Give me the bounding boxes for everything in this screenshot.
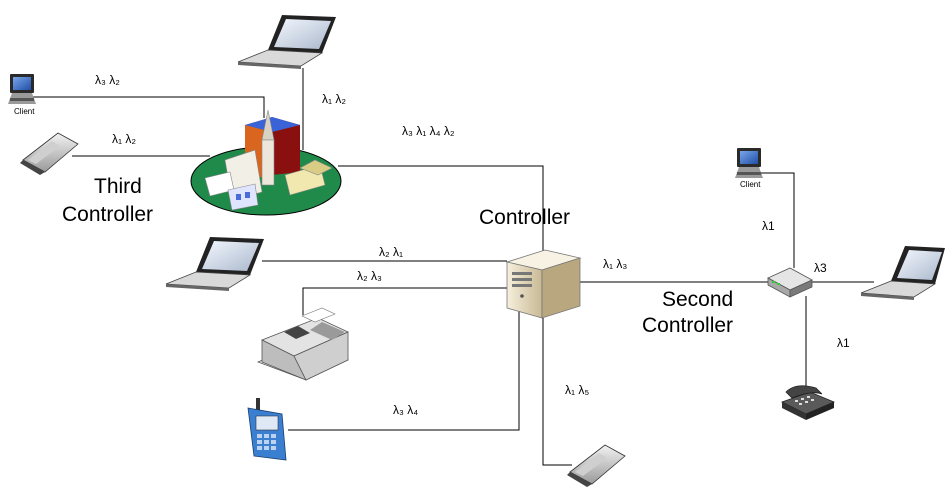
fax-machine-icon — [256, 307, 350, 381]
link-label-second-laptop-right: λ3 — [814, 261, 827, 275]
controller-server-icon — [505, 249, 582, 319]
link-client-right-second — [760, 172, 795, 268]
third-controller-label-line1: Third — [94, 175, 142, 198]
second-controller-label-line2: Controller — [642, 314, 733, 337]
link-label-client-left-third: λ₃ λ₂ — [95, 73, 120, 87]
link-label-phone-left-third: λ₁ λ₂ — [112, 132, 136, 146]
client-left-monitor-icon — [8, 74, 36, 104]
link-client-left-third — [32, 96, 265, 118]
second-controller-label-line1: Second — [662, 288, 733, 311]
client-right-monitor-icon — [735, 148, 763, 178]
laptop-top-icon — [237, 15, 336, 69]
desk-telephone-icon — [780, 385, 836, 420]
link-label-client-right-second: λ1 — [762, 219, 775, 233]
link-label-laptop-mid-controller: λ₂ λ₁ — [379, 245, 403, 259]
link-label-third-controller: λ₃ λ₁ λ₄ λ₂ — [402, 124, 455, 138]
laptop-mid-icon — [165, 237, 264, 291]
link-label-fax-controller: λ₂ λ₃ — [357, 269, 382, 283]
phone-bottom-icon — [567, 444, 626, 487]
phone-left-icon — [20, 132, 79, 175]
link-label-laptop-top-third: λ₁ λ₂ — [322, 92, 346, 106]
link-controller-phone-bottom — [542, 310, 572, 466]
link-label-controller-second: λ₁ λ₃ — [603, 257, 627, 271]
second-controller-router-icon — [767, 267, 813, 298]
link-label-controller-phone-bottom: λ₁ λ₅ — [565, 383, 589, 397]
client-left-label: Client — [14, 107, 35, 116]
client-right-label: Client — [740, 180, 761, 189]
connection-lines — [32, 68, 874, 466]
link-label-mobile-controller: λ₃ λ₄ — [393, 403, 418, 417]
link-third-controller — [338, 165, 544, 255]
controller-label: Controller — [479, 206, 570, 229]
link-label-second-telephone: λ1 — [837, 336, 850, 350]
third-controller-label-line2: Controller — [62, 203, 153, 226]
mobile-phone-icon — [247, 398, 287, 461]
third-controller-icon — [190, 109, 342, 216]
link-fax-controller — [302, 287, 507, 315]
link-mobile-controller — [288, 310, 520, 431]
laptop-right-icon — [860, 246, 945, 300]
